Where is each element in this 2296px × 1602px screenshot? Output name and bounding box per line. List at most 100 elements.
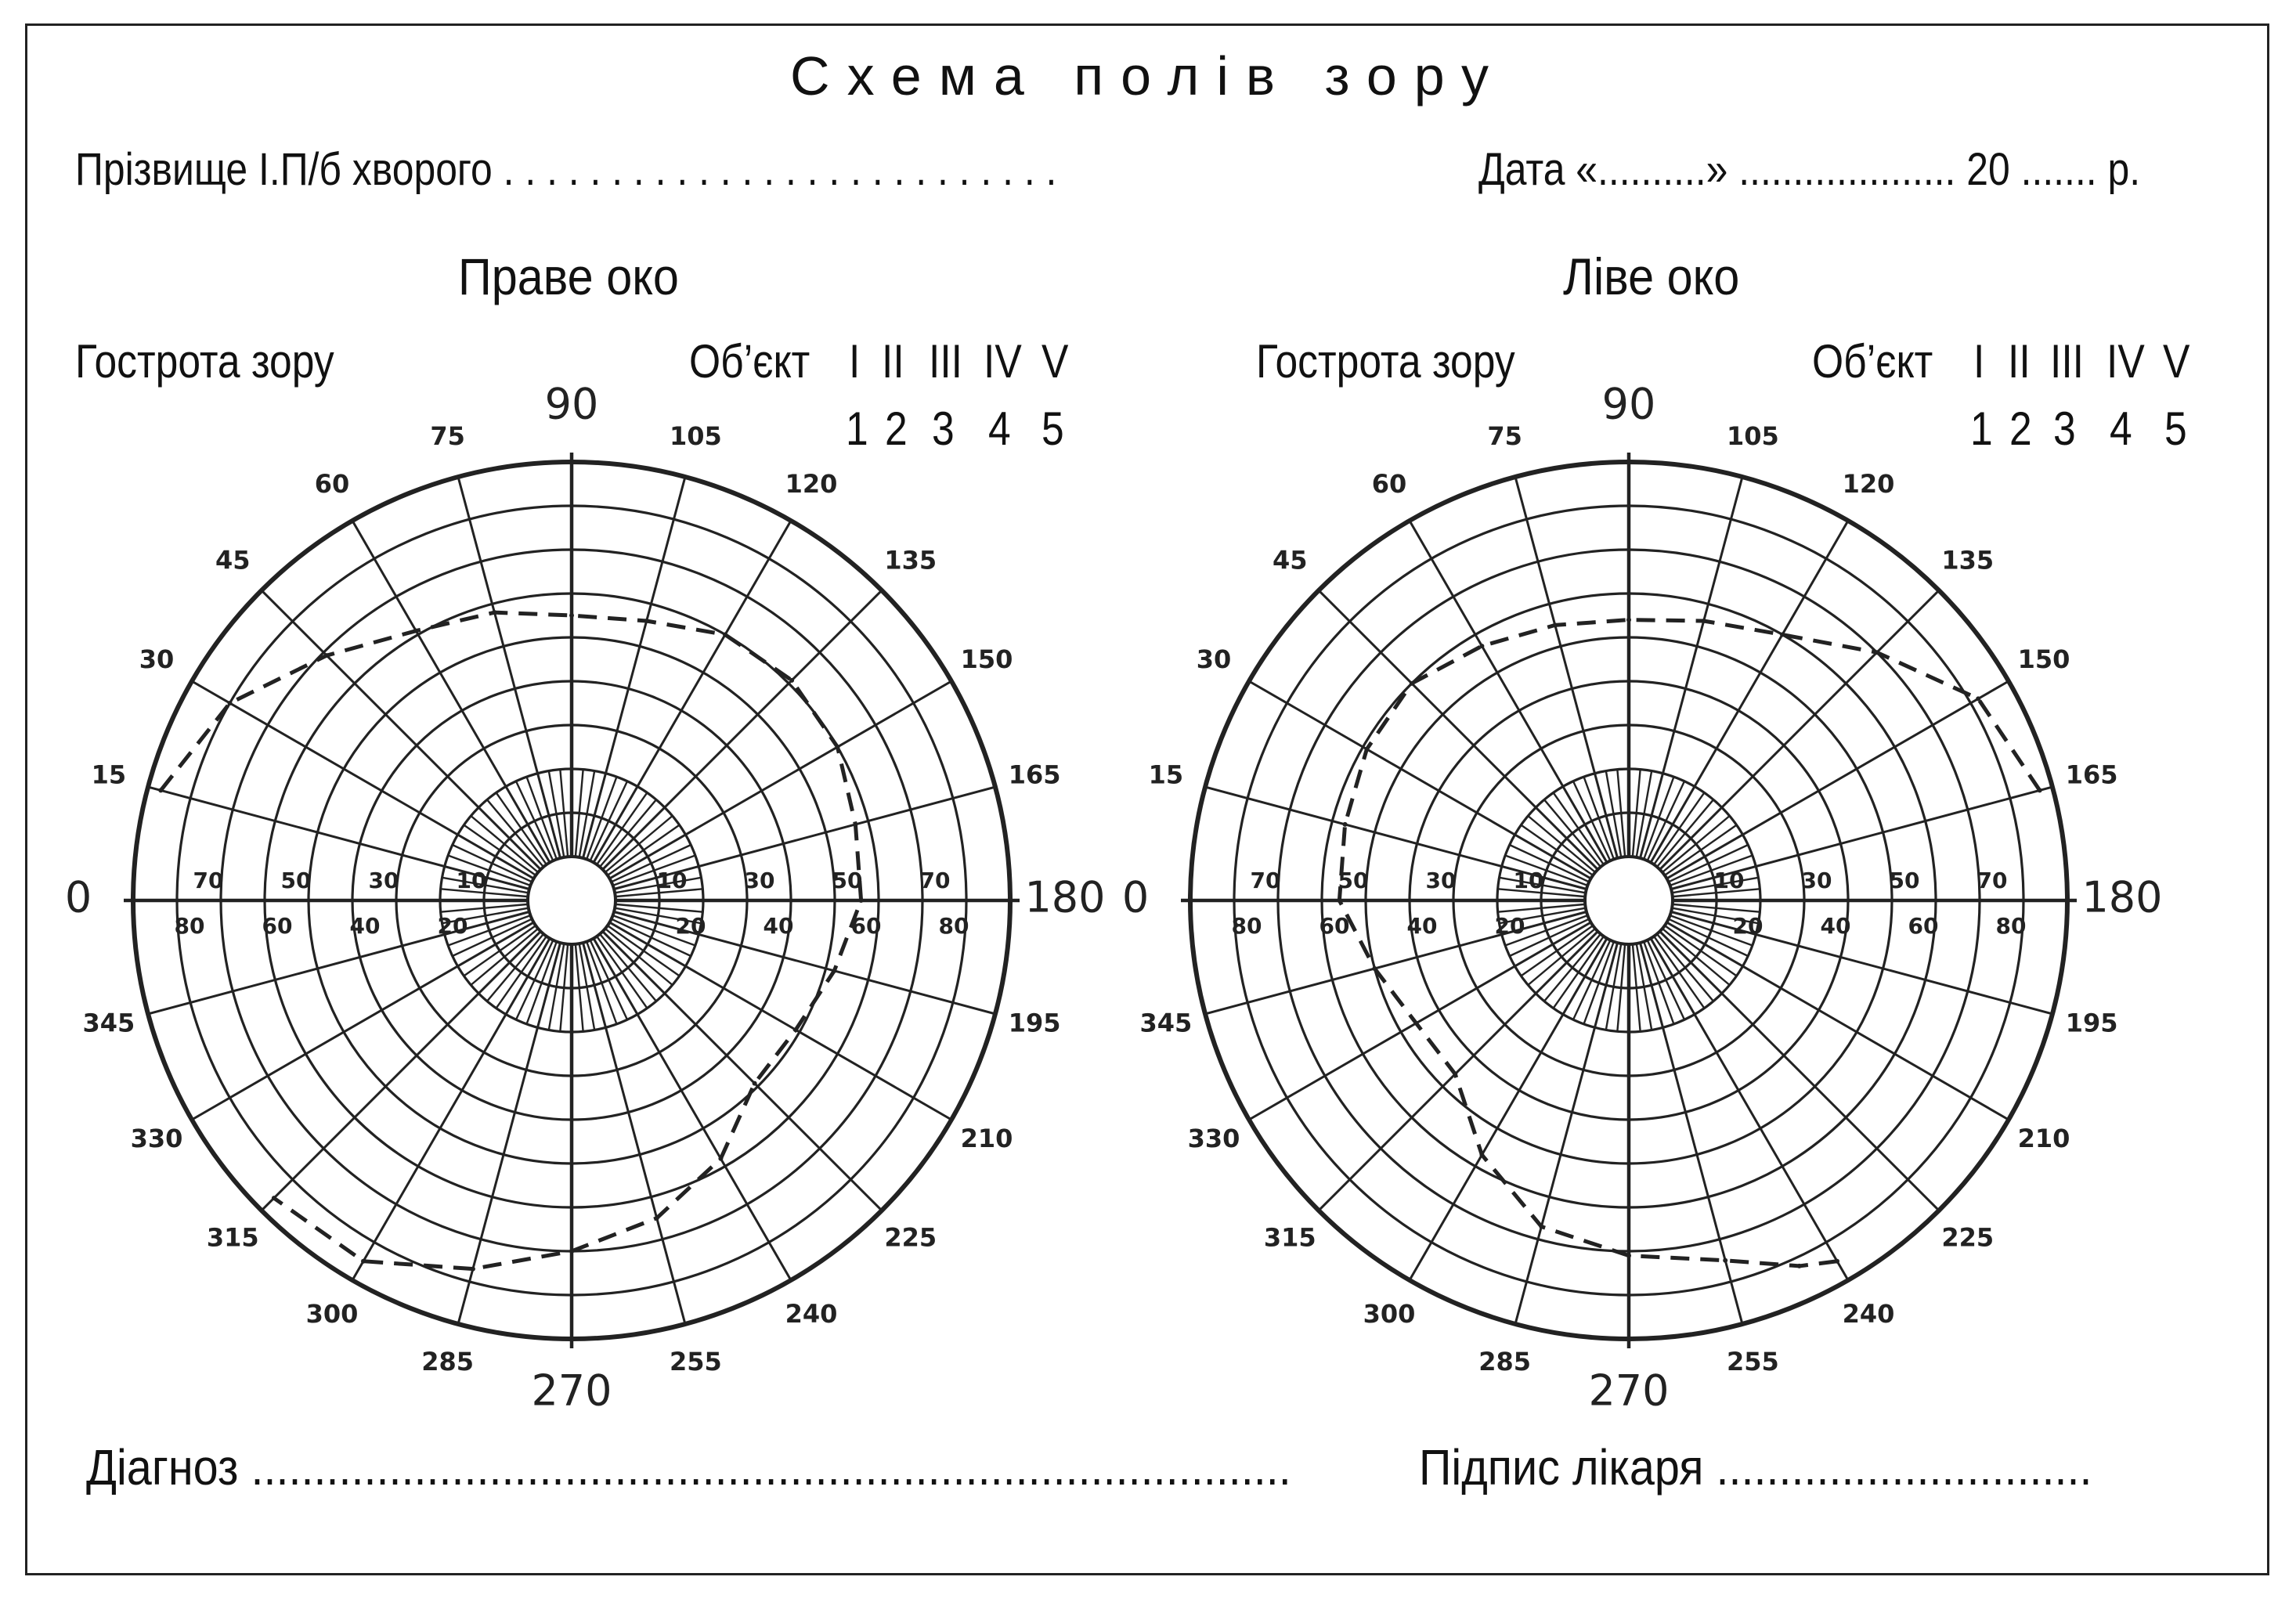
left-inner-spoke-235 (1653, 936, 1706, 1009)
left-inner-spoke-140 (1662, 815, 1731, 873)
right-object-roman-1[interactable]: I (849, 335, 861, 388)
left-meridian-label-315: 315 (1264, 1223, 1316, 1253)
right-meridian-label-210: 210 (961, 1124, 1013, 1153)
right-object-roman-5[interactable]: V (1042, 335, 1069, 388)
right-object-num-3[interactable]: 3 (932, 402, 955, 455)
right-inner-spoke-290 (525, 941, 558, 1025)
left-object-roman-4[interactable]: IV (2106, 335, 2145, 388)
right-field-point-285 (470, 1266, 475, 1272)
right-object-num-1[interactable]: 1 (846, 402, 868, 455)
right-inner-spoke-295 (514, 940, 554, 1020)
date-field[interactable]: Дата «..........» .................... 2… (1478, 144, 2141, 195)
left-acuity-field[interactable]: Гострота зору (1256, 335, 1515, 388)
left-inner-spoke-260 (1635, 943, 1653, 1030)
left-meridian-label-270: 270 (1588, 1366, 1669, 1416)
left-inner-spoke-350 (1499, 907, 1587, 925)
right-field-point-45 (324, 653, 330, 658)
left-object-num-3[interactable]: 3 (2053, 402, 2076, 455)
left-object-roman-3[interactable]: III (2050, 335, 2085, 388)
right-inner-spoke-85 (559, 769, 569, 857)
right-acuity-field[interactable]: Гострота зору (75, 335, 334, 388)
left-field-point-270 (1626, 1253, 1631, 1258)
right-inner-spoke-215 (607, 925, 680, 977)
right-ring-label-lower-L-60: 60 (262, 913, 293, 939)
right-ring-label-upper-L-30: 30 (369, 868, 399, 893)
left-field-point-165 (2037, 788, 2042, 793)
left-field-point-255 (1723, 1257, 1728, 1263)
right-object-num-5[interactable]: 5 (1042, 402, 1064, 455)
right-meridian-label-285: 285 (421, 1347, 474, 1376)
left-field-point-75 (1552, 622, 1558, 628)
right-object-roman-3[interactable]: III (929, 335, 963, 388)
right-object-num-2[interactable]: 2 (885, 402, 908, 455)
right-inner-spoke-35 (463, 824, 536, 876)
right-ring-label-lower-R-80: 80 (939, 913, 969, 939)
left-inner-spoke-190 (1671, 907, 1759, 925)
doctor-signature-field[interactable]: Підпис лікаря ..........................… (1419, 1439, 2092, 1496)
left-inner-spoke-295 (1572, 940, 1612, 1020)
left-object-num-2[interactable]: 2 (2009, 402, 2032, 455)
left-inner-spoke-215 (1664, 925, 1738, 977)
left-inner-spoke-250 (1643, 941, 1675, 1025)
right-field-point-105 (644, 618, 649, 623)
left-inner-spoke-85 (1616, 769, 1626, 857)
left-meridian-label-345: 345 (1139, 1008, 1192, 1037)
left-inner-spoke-170 (1671, 876, 1759, 894)
right-inner-spoke-55 (495, 792, 547, 865)
right-field-point-150 (835, 745, 840, 749)
right-inner-spoke-125 (596, 792, 648, 865)
right-inner-spoke-155 (611, 843, 691, 883)
right-meridian-15 (147, 785, 530, 890)
right-inner-spoke-170 (614, 876, 702, 894)
right-meridian-label-300: 300 (306, 1299, 359, 1329)
right-field-point-270 (569, 1249, 574, 1254)
right-inner-spoke-305 (495, 936, 547, 1009)
right-object-roman-4[interactable]: IV (984, 335, 1022, 388)
left-inner-spoke-335 (1509, 918, 1590, 958)
left-ring-label-lower-R-20: 20 (1733, 913, 1764, 939)
left-object-num-1[interactable]: 1 (1970, 402, 1993, 455)
left-inner-spoke-55 (1552, 792, 1605, 865)
right-meridian-label-315: 315 (207, 1223, 259, 1253)
right-meridian-240 (592, 937, 792, 1281)
right-meridian-label-270: 270 (531, 1366, 612, 1416)
right-inner-spoke-160 (612, 854, 696, 886)
patient-name-field[interactable]: Прізвище І.П/б хворого . . . . . . . . .… (75, 144, 1057, 195)
left-inner-spoke-205 (1668, 918, 1749, 958)
left-meridian-label-120: 120 (1843, 469, 1895, 499)
right-object-roman-2[interactable]: II (882, 335, 904, 388)
right-ring-label-lower-L-40: 40 (350, 913, 381, 939)
right-meridian-165 (613, 785, 996, 890)
right-object-num-4[interactable]: 4 (988, 402, 1011, 455)
right-inner-spoke-175 (615, 888, 703, 898)
left-object-num-4[interactable]: 4 (2110, 402, 2132, 455)
left-object-roman-5[interactable]: V (2163, 335, 2190, 388)
left-object-label: Об’єкт (1812, 335, 1933, 388)
right-meridian-285 (457, 942, 561, 1325)
right-meridian-label-0: 0 (65, 873, 92, 922)
left-ring-label-lower-L-60: 60 (1319, 913, 1350, 939)
right-meridian-120 (592, 520, 792, 864)
right-field-point-315 (271, 1196, 276, 1201)
right-ring-label-upper-R-70: 70 (920, 868, 951, 893)
right-inner-spoke-265 (574, 944, 584, 1032)
right-inner-spoke-310 (486, 933, 544, 1002)
left-meridian-label-75: 75 (1487, 421, 1522, 451)
right-inner-spoke-235 (596, 936, 648, 1009)
right-inner-spoke-230 (599, 933, 657, 1002)
right-meridian-label-255: 255 (670, 1347, 722, 1376)
left-field-point-345 (1372, 965, 1377, 971)
right-meridian-label-120: 120 (785, 469, 838, 499)
left-inner-spoke-10 (1499, 876, 1587, 894)
left-object-num-5[interactable]: 5 (2164, 402, 2187, 455)
left-field-point-240 (1835, 1258, 1839, 1264)
right-inner-spoke-335 (452, 918, 532, 958)
left-field-point-285 (1539, 1224, 1544, 1229)
diagnosis-field[interactable]: Діагноз ................................… (86, 1439, 1291, 1496)
left-ring-label-lower-R-80: 80 (1996, 913, 2027, 939)
left-object-roman-2[interactable]: II (2008, 335, 2031, 388)
left-field-point-0 (1337, 898, 1342, 903)
left-object-roman-1[interactable]: I (1973, 335, 1985, 388)
left-ring-label-lower-L-40: 40 (1407, 913, 1438, 939)
left-ring-label-upper-R-50: 50 (1890, 868, 1920, 893)
